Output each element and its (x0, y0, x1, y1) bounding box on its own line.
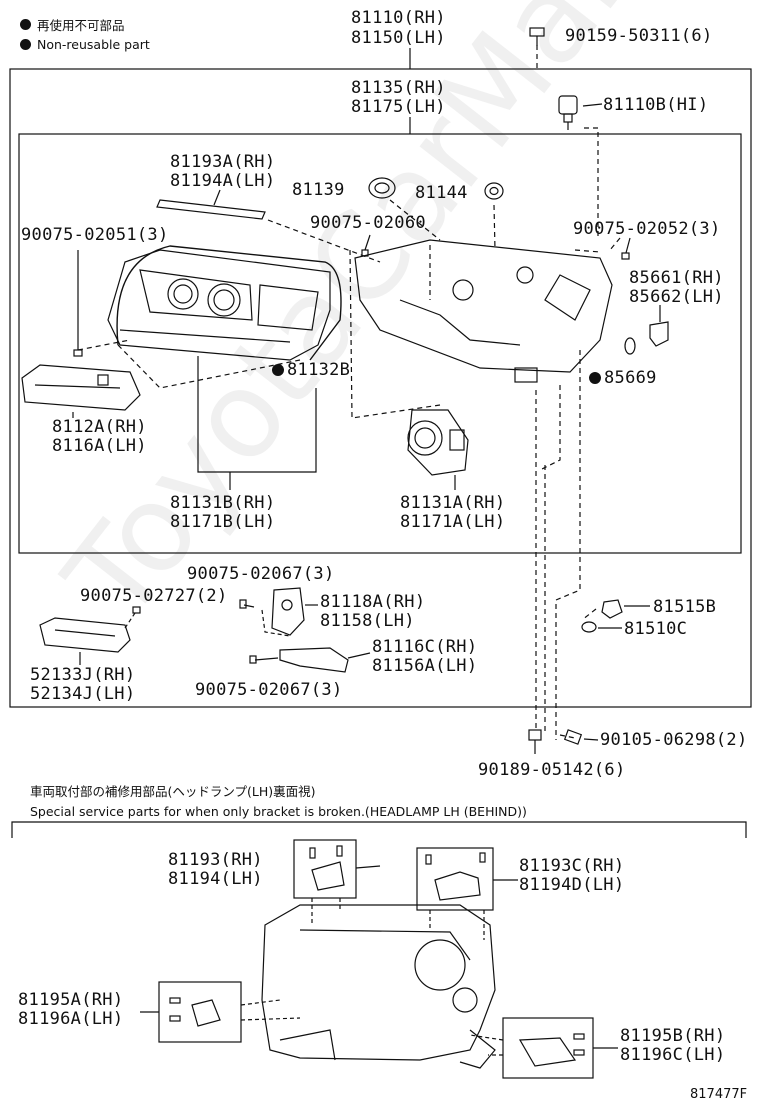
part-label-81515b: 81515B (653, 597, 717, 617)
service-section-frame (11, 821, 747, 838)
part-label-81510c: 81510C (624, 619, 688, 639)
cap-81139-icon (368, 177, 396, 199)
part-label-90075-02052: 90075-02052(3) (573, 219, 721, 239)
part-label-81156a-lh: 81156A(LH) (372, 656, 478, 676)
trim-strip-81193a (156, 199, 266, 220)
part-label-81194-lh: 81194(LH) (168, 869, 263, 889)
part-label-90189-05142: 90189-05142(6) (478, 760, 626, 780)
service-note-en: Special service parts for when only brac… (30, 804, 527, 819)
part-label-81171b-lh: 81171B(LH) (170, 512, 276, 532)
socket-85661-icon (649, 305, 669, 347)
bulb-hi-icon (558, 95, 578, 130)
bolt-90105-icon (563, 729, 599, 745)
bracket-52133j (39, 617, 131, 653)
cap-81144-icon (484, 182, 504, 200)
part-label-81193a-rh: 81193A(RH) (170, 152, 276, 172)
part-label-8112a-rh: 8112A(RH) (52, 417, 147, 437)
part-label-85661-rh: 85661(RH) (629, 268, 724, 288)
service-note-jp: 車両取付部の補修用部品(ヘッドランプ(LH)裏面視) (30, 784, 316, 799)
headlamp-rear-housing (354, 239, 613, 383)
bracket-81195a-icon (169, 997, 221, 1027)
part-label-81171a-lh: 81171A(LH) (400, 512, 506, 532)
part-label-81158-lh: 81158(LH) (320, 611, 415, 631)
part-label-81139: 81139 (292, 180, 345, 200)
o-ring-85669-icon (624, 337, 636, 355)
part-label-81132b: 81132B (272, 361, 350, 379)
bulb-81510c-icon (581, 621, 597, 633)
bolt-90189-icon (528, 729, 542, 754)
part-label-81131a-rh: 81131A(RH) (400, 493, 506, 513)
part-label-81110-rh: 81110(RH) (351, 8, 446, 28)
part-label-90159-50311: 90159-50311(6) (565, 26, 713, 46)
part-label-81194a-lh: 81194A(LH) (170, 171, 276, 191)
kit-box-81193 (293, 839, 357, 899)
legend-non-reusable-en: Non-reusable part (20, 37, 150, 52)
part-label-90075-02727: 90075-02727(2) (80, 586, 228, 606)
part-label-81135-rh: 81135(RH) (351, 78, 446, 98)
bracket-8112a (21, 364, 141, 411)
bracket-81193-icon (309, 845, 345, 891)
part-label-81110b-hi: 81110B(HI) (603, 95, 709, 115)
non-reusable-dot-icon (20, 39, 31, 50)
kit-box-81195a (158, 981, 242, 1043)
part-label-81131b-rh: 81131B(RH) (170, 493, 276, 513)
part-label-90075-02067-lower: 90075-02067(3) (195, 680, 343, 700)
bracket-81118a (271, 587, 305, 636)
kit-box-81195b (502, 1017, 594, 1079)
inner-unit-frame (18, 133, 742, 554)
bracket-81193c-icon (425, 852, 486, 901)
bracket-81116c (279, 647, 349, 673)
part-label-81196a-lh: 81196A(LH) (18, 1009, 124, 1029)
figure-id: 817477F (690, 1087, 748, 1102)
gasket-81132b (116, 245, 342, 361)
kit-box-81193c (416, 847, 494, 911)
screw-90075-02060-icon (361, 234, 371, 257)
part-label-90075-02060: 90075-02060 (310, 213, 426, 233)
part-label-81196c-lh: 81196C(LH) (620, 1045, 726, 1065)
part-label-81175-lh: 81175(LH) (351, 97, 446, 117)
part-label-81194d-lh: 81194D(LH) (519, 875, 625, 895)
screw-90075-02051-icon (73, 250, 83, 357)
part-label-81116c-rh: 81116C(RH) (372, 637, 478, 657)
non-reusable-dot-icon (272, 364, 284, 376)
part-label-90075-02051: 90075-02051(3) (21, 225, 169, 245)
socket-81515b-icon (601, 599, 623, 619)
part-label-81195b-rh: 81195B(RH) (620, 1026, 726, 1046)
part-label-90105-06298: 90105-06298(2) (600, 730, 748, 750)
screw-90075-02052-icon (621, 237, 631, 260)
part-label-81193-rh: 81193(RH) (168, 850, 263, 870)
non-reusable-dot-icon (589, 372, 601, 384)
projector-81131a (407, 409, 469, 476)
part-label-81144: 81144 (415, 183, 468, 203)
part-label-81118a-rh: 81118A(RH) (320, 592, 426, 612)
part-label-8116a-lh: 8116A(LH) (52, 436, 147, 456)
part-label-81193c-rh: 81193C(RH) (519, 856, 625, 876)
part-label-81195a-rh: 81195A(RH) (18, 990, 124, 1010)
outer-assembly-frame (9, 68, 752, 708)
bracket-81195b-icon (518, 1033, 585, 1067)
non-reusable-dot-icon (20, 19, 31, 30)
part-label-52134j-lh: 52134J(LH) (30, 684, 136, 704)
part-label-81150-lh: 81150(LH) (351, 28, 446, 48)
headlamp-lens-housing (107, 249, 331, 361)
bolt-90159-icon (529, 27, 545, 46)
part-label-85669: 85669 (589, 369, 657, 387)
headlamp-lh-rear-view (261, 904, 496, 1069)
legend-non-reusable-jp: 再使用不可部品 (20, 15, 125, 34)
part-label-52133j-rh: 52133J(RH) (30, 665, 136, 685)
part-label-90075-02067-upper: 90075-02067(3) (187, 564, 335, 584)
part-label-85662-lh: 85662(LH) (629, 287, 724, 307)
